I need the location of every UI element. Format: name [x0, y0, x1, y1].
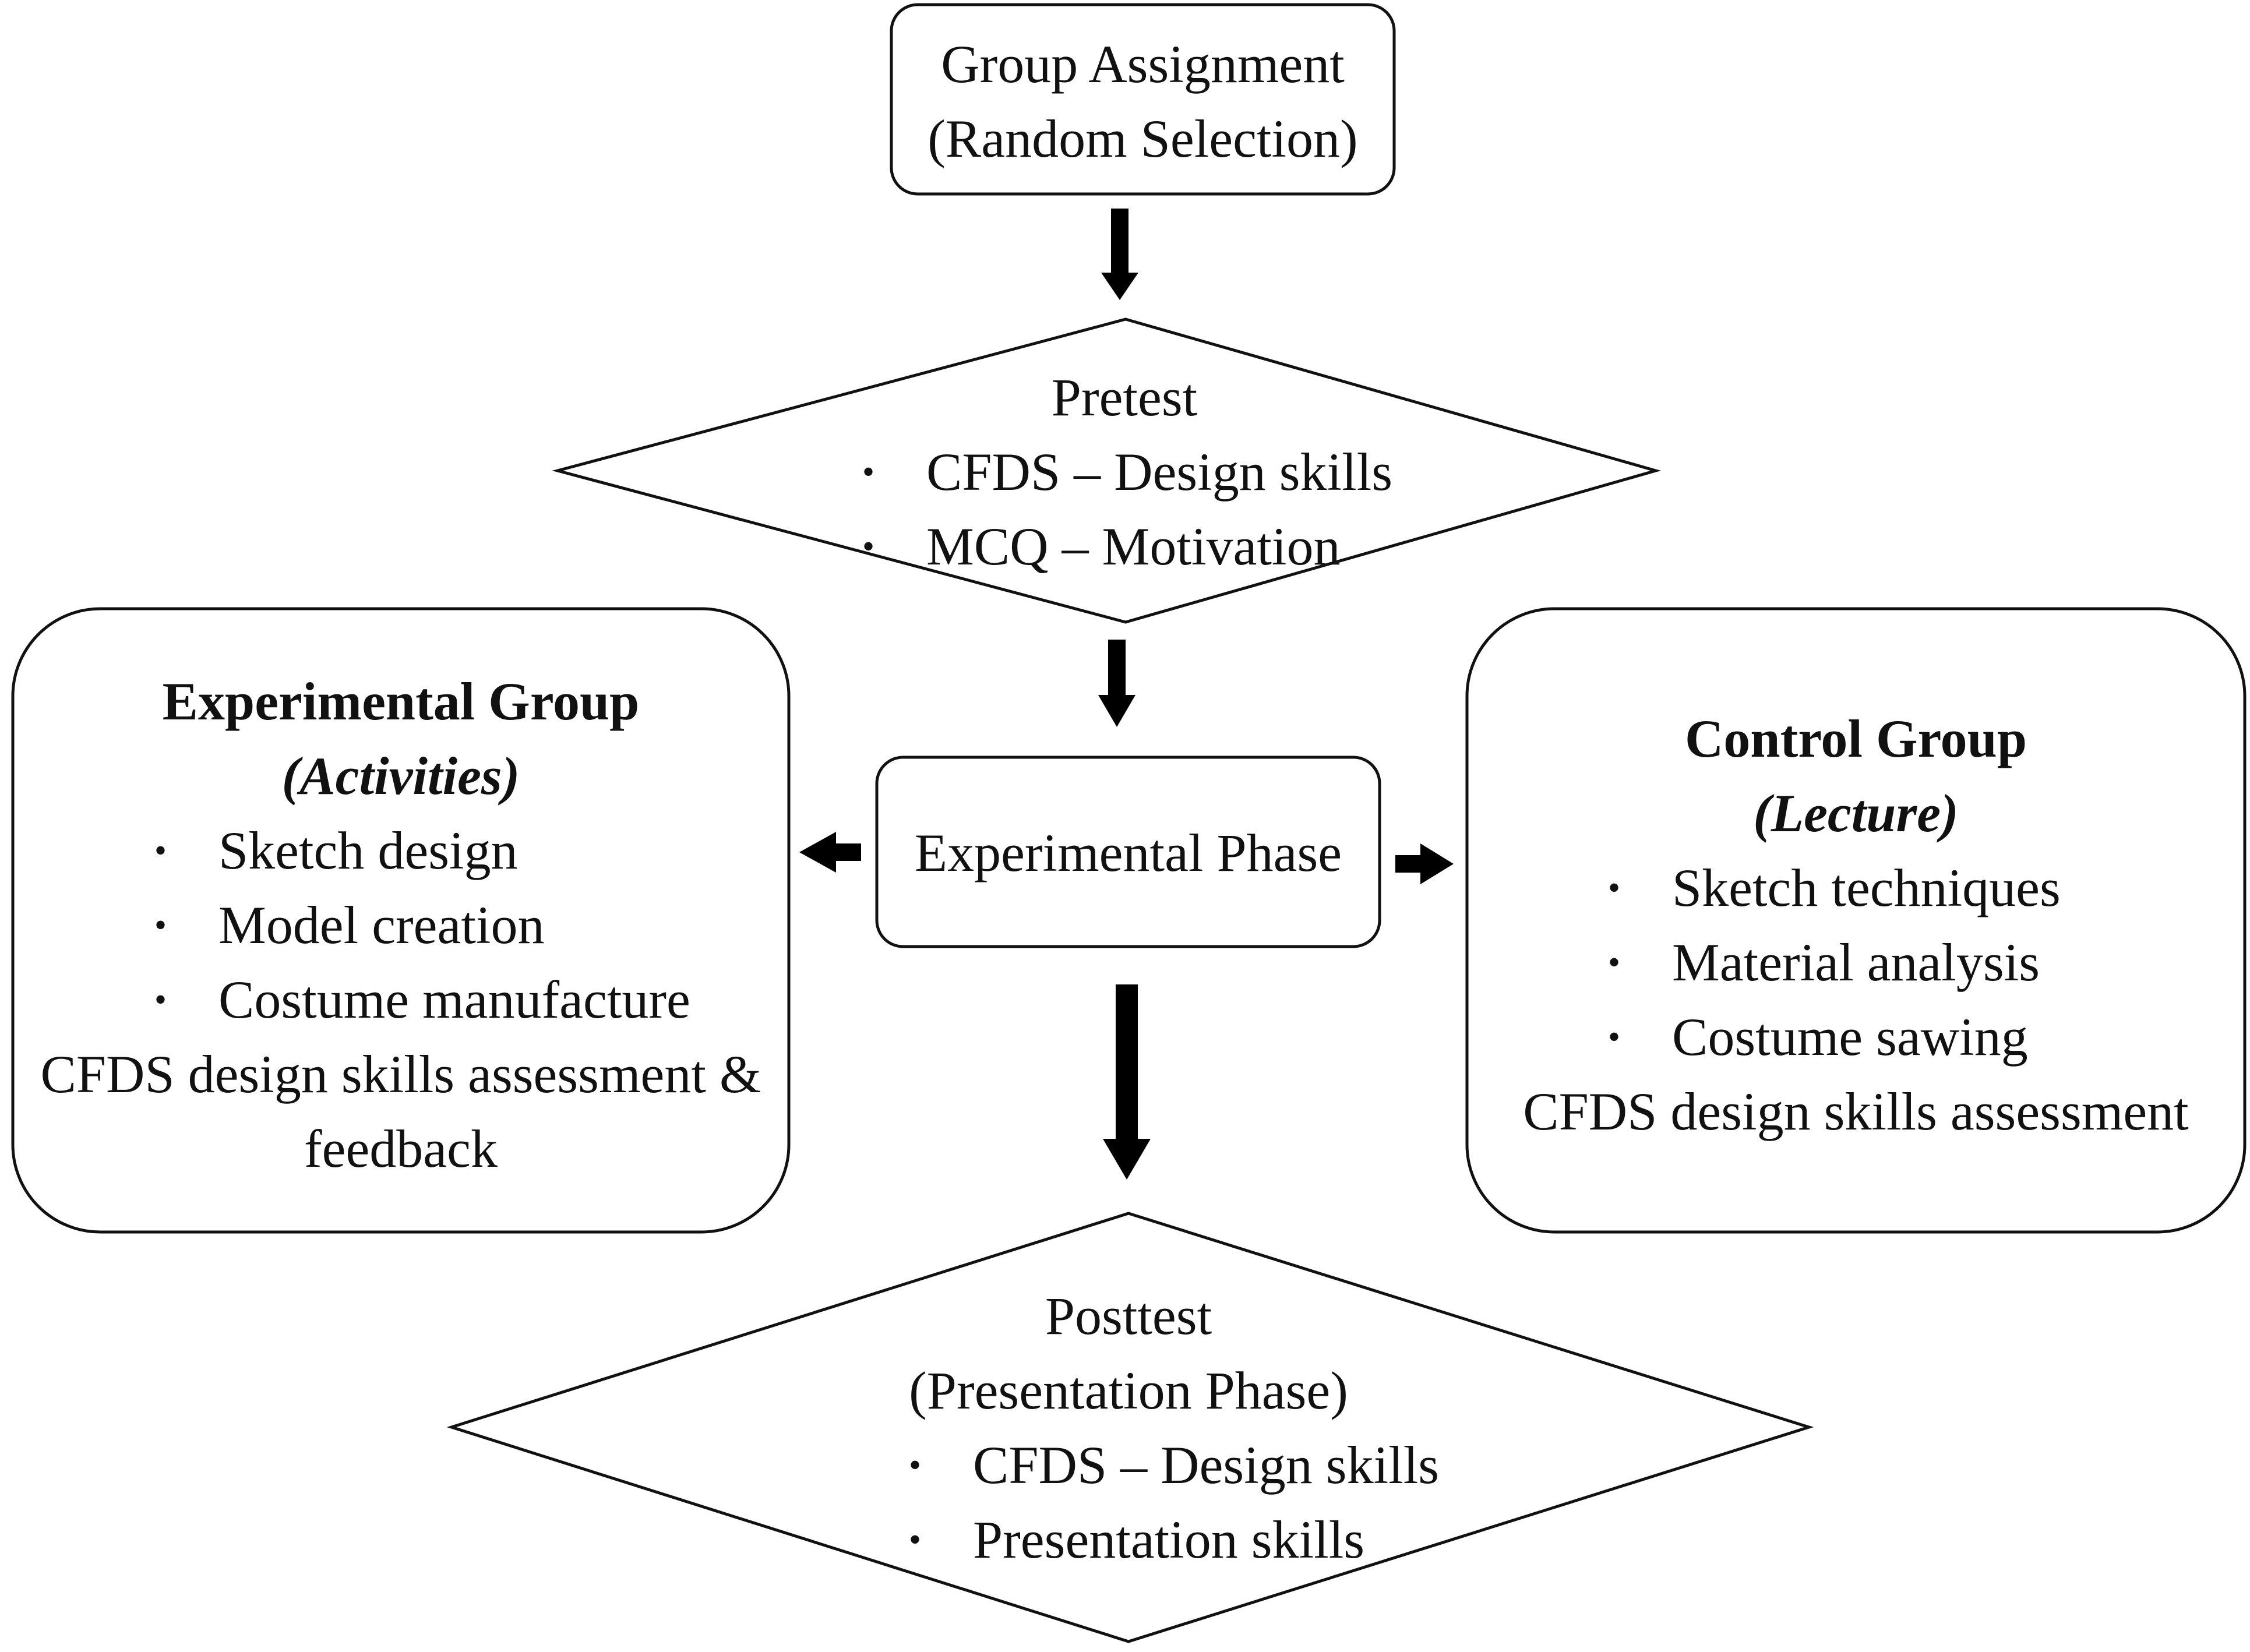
posttest-header: Posttest (Presentation Phase)	[837, 1279, 1420, 1428]
experimental-footer-line1: CFDS design skills assessment &	[40, 1044, 761, 1104]
list-item: • CFDS – Design skills	[856, 435, 1392, 509]
pretest-diamond	[552, 317, 1662, 624]
control-subtitle: (Lecture)	[1753, 783, 1959, 843]
control-box	[1465, 607, 2247, 1234]
posttest-item-2: Presentation skills	[973, 1510, 1365, 1569]
list-item: • Costume sawing	[1602, 1000, 2061, 1074]
posttest-subtitle: (Presentation Phase)	[909, 1361, 1348, 1420]
pretest-item-2: MCQ – Motivation	[926, 517, 1341, 576]
control-item-3: Costume sawing	[1672, 1007, 2028, 1067]
list-item: • Sketch design	[149, 813, 690, 888]
list-item: • Sketch techniques	[1602, 850, 2061, 925]
experimental-list: • Sketch design • Model creation • Costu…	[149, 813, 690, 1037]
phase-text: Experimental Phase	[877, 816, 1380, 890]
bullet-icon: •	[1608, 943, 1621, 982]
pretest-item-1: CFDS – Design skills	[926, 442, 1393, 502]
bullet-icon: •	[1608, 869, 1621, 907]
phase-label: Experimental Phase	[914, 823, 1342, 883]
control-footer: CFDS design skills assessment	[1467, 1074, 2245, 1149]
arrow-right	[1395, 843, 1454, 884]
bullet-icon: •	[154, 980, 167, 1019]
posttest-title: Posttest	[1045, 1286, 1212, 1346]
control-item-2: Material analysis	[1672, 933, 2040, 992]
bullet-icon: •	[909, 1446, 922, 1484]
list-item: • Material analysis	[1602, 925, 2061, 1000]
assignment-title: Group Assignment	[941, 34, 1345, 94]
bullet-icon: •	[909, 1520, 922, 1559]
arrow-down-3	[1103, 984, 1151, 1180]
experimental-item-2: Model creation	[218, 895, 545, 955]
experimental-title: Experimental Group	[162, 672, 640, 731]
arrow-down-1	[1101, 209, 1138, 300]
posttest-item-1: CFDS – Design skills	[973, 1435, 1440, 1495]
list-item: • CFDS – Design skills	[903, 1428, 1439, 1502]
list-item: • MCQ – Motivation	[856, 509, 1392, 584]
assignment-box	[890, 3, 1396, 196]
assignment-text: Group Assignment (Random Selection)	[891, 27, 1394, 176]
experimental-footer-line2: feedback	[304, 1119, 498, 1178]
pretest-title: Pretest	[1051, 368, 1198, 427]
list-item: • Presentation skills	[903, 1502, 1439, 1577]
assignment-subtitle: (Random Selection)	[927, 109, 1358, 168]
pretest-list: • CFDS – Design skills • MCQ – Motivatio…	[856, 435, 1392, 584]
experimental-item-1: Sketch design	[218, 821, 518, 880]
bullet-icon: •	[862, 527, 875, 566]
list-item: • Costume manufacture	[149, 962, 690, 1037]
bullet-icon: •	[862, 453, 875, 491]
experimental-footer: CFDS design skills assessment & feedback	[13, 1037, 789, 1186]
bullet-icon: •	[1608, 1018, 1621, 1056]
experimental-box	[11, 607, 791, 1234]
posttest-list: • CFDS – Design skills • Presentation sk…	[903, 1428, 1439, 1577]
control-title: Control Group	[1684, 709, 2027, 768]
control-item-1: Sketch techniques	[1672, 858, 2061, 917]
bullet-icon: •	[154, 831, 167, 870]
control-footer-line: CFDS design skills assessment	[1523, 1082, 2189, 1141]
list-item: • Model creation	[149, 888, 690, 962]
arrow-left	[799, 832, 861, 873]
control-list: • Sketch techniques • Material analysis …	[1602, 850, 2061, 1074]
bullet-icon: •	[154, 906, 167, 944]
experimental-item-3: Costume manufacture	[218, 970, 690, 1029]
posttest-diamond	[446, 1212, 1814, 1643]
control-header: Control Group (Lecture)	[1467, 701, 2245, 850]
experimental-subtitle: (Activities)	[281, 746, 520, 806]
experimental-header: Experimental Group (Activities)	[13, 664, 789, 813]
arrow-down-2	[1098, 640, 1135, 727]
pretest-text: Pretest	[833, 360, 1416, 435]
phase-box	[875, 756, 1381, 948]
